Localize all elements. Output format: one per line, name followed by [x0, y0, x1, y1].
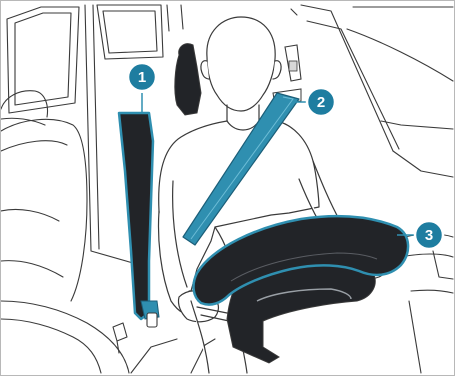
callout-2: 2: [307, 88, 335, 116]
callout-3-label: 3: [425, 227, 433, 244]
steering-wheel: [194, 216, 409, 363]
seat-headrest: [175, 44, 201, 115]
callout-1-label: 1: [138, 69, 146, 86]
callout-2-label: 2: [317, 94, 325, 111]
callout-3: 3: [415, 221, 443, 249]
callout-1: 1: [128, 63, 156, 91]
b-pillar-trim: [119, 113, 159, 327]
